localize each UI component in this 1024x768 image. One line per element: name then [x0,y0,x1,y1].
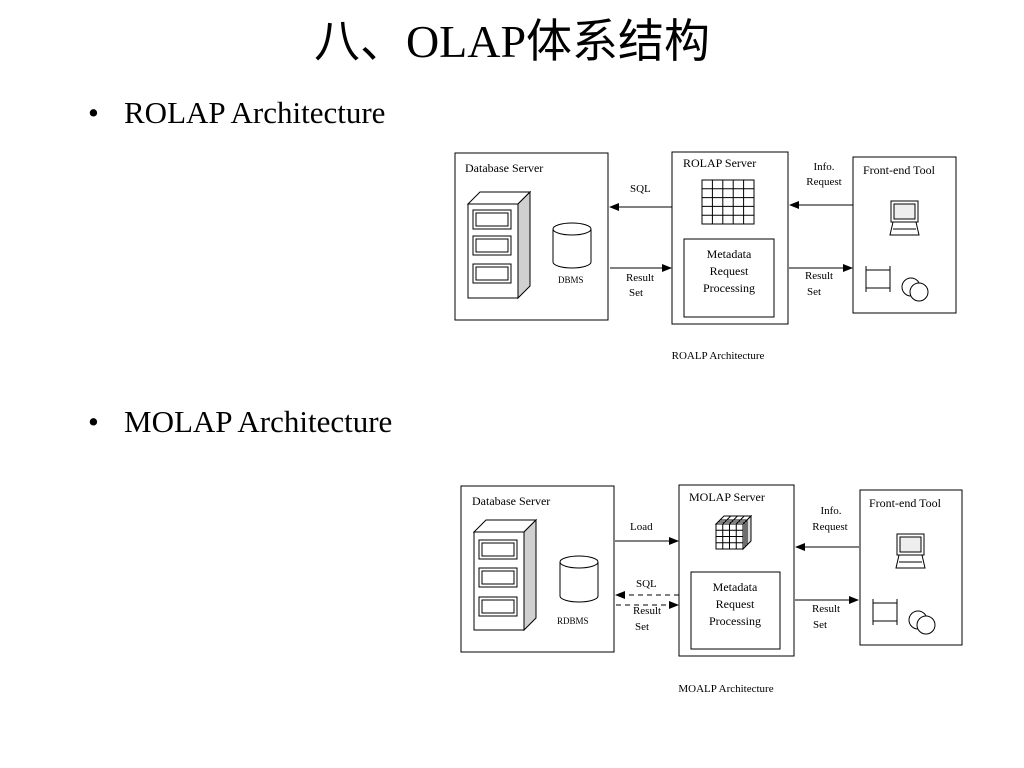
grid-table-icon [701,179,755,225]
computer-monitor-icon [889,200,920,236]
molap-metadata-line-1: Metadata [713,580,758,594]
molap-server-box: MOLAP Server Metadata R [678,484,795,657]
molap-info-label-1: Info. [820,505,841,517]
document-scroll-icon [865,266,891,292]
molap-load-label: Load [630,521,653,533]
molap-metadata-line-2: Request [716,597,755,611]
molap-dbms-label: RDBMS [557,616,589,626]
molap-info-label-2: Request [812,521,847,533]
bullet-text: MOLAP Architecture [124,404,393,439]
rolap-front-end-label: Front-end Tool [863,163,936,177]
molap-sql-label: SQL [636,578,657,590]
molap-diagram: Database Server RDBMS MOLAP Server [460,484,963,695]
rolap-sql-label: SQL [630,183,651,195]
molap-metadata-line-3: Processing [709,614,761,628]
molap-result-label-right-1: Result [812,603,840,615]
data-cube-icon [714,514,753,551]
bullet-text: ROLAP Architecture [124,95,386,130]
rolap-info-label-2: Request [806,176,841,188]
rolap-result-label-left-1: Result [626,272,654,284]
rolap-result-label-right-1: Result [805,270,833,282]
overlapping-circles-icon [901,277,929,302]
rolap-metadata-line-1: Metadata [707,247,752,261]
rolap-metadata-line-3: Processing [703,281,755,295]
molap-front-end-label: Front-end Tool [869,496,942,510]
bullet-rolap: • ROLAP Architecture [88,95,385,131]
rolap-server-box: ROLAP Server Metadata Request Processing [671,151,789,325]
database-cylinder-icon [552,222,592,269]
molap-server-label: MOLAP Server [689,490,765,504]
molap-result-label-left-2: Set [635,621,649,633]
bullet-marker: • [88,404,99,439]
bullet-molap: • MOLAP Architecture [88,404,392,440]
bullet-marker: • [88,95,99,130]
server-tower-icon [472,518,538,632]
computer-monitor-icon [895,533,926,569]
rolap-dbms-label: DBMS [558,275,584,285]
rolap-diagram: Database Server DBMS ROLAP Server [454,151,957,362]
molap-database-server-box: Database Server RDBMS [460,485,615,653]
rolap-caption: ROALP Architecture [672,350,765,362]
molap-database-server-label: Database Server [472,494,550,508]
molap-result-label-left-1: Result [633,605,661,617]
molap-front-end-tool-box: Front-end Tool [859,489,963,646]
database-cylinder-icon [559,555,599,603]
slide-title: 八、OLAP体系结构 [313,16,711,67]
rolap-front-end-tool-box: Front-end Tool [852,156,957,314]
rolap-server-label: ROLAP Server [683,156,756,170]
molap-caption: MOALP Architecture [678,683,773,695]
rolap-metadata-box [683,238,775,318]
molap-result-label-right-2: Set [813,619,827,631]
rolap-info-label-1: Info. [813,161,834,173]
rolap-database-server-label: Database Server [465,161,543,175]
rolap-result-label-right-2: Set [807,286,821,298]
rolap-database-server-box: Database Server DBMS [454,152,609,321]
rolap-result-label-left-2: Set [629,287,643,299]
server-tower-icon [466,190,532,300]
molap-metadata-box [690,571,781,650]
rolap-metadata-line-2: Request [710,264,749,278]
overlapping-circles-icon [908,610,936,635]
document-scroll-icon [872,599,898,625]
